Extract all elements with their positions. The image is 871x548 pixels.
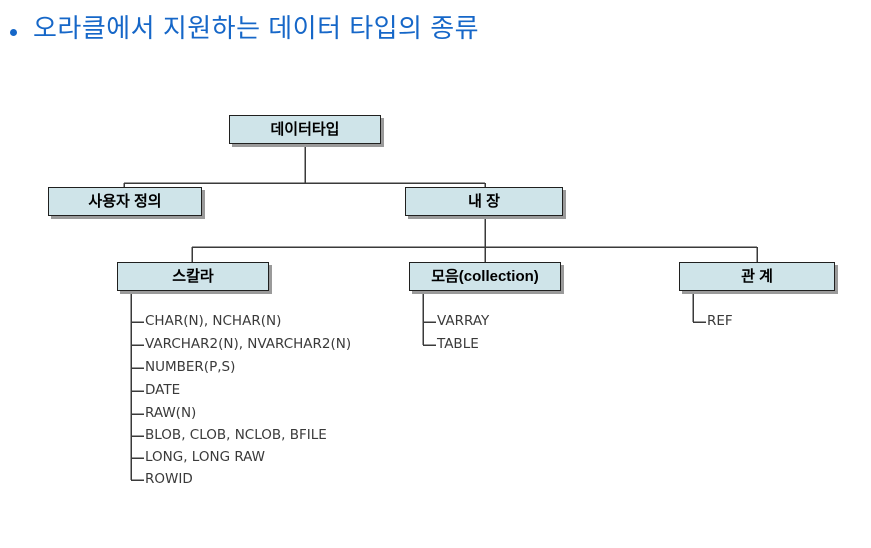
leaf-item: BLOB, CLOB, NCLOB, BFILE	[145, 427, 327, 443]
leaf-item: TABLE	[437, 336, 479, 352]
node-collection[interactable]: 모음(collection)	[409, 262, 561, 291]
leaf-item: NUMBER(P,S)	[145, 359, 236, 375]
leaf-item: ROWID	[145, 471, 193, 487]
page-title-text: 오라클에서 지원하는 데이터 타입의 종류	[33, 13, 480, 43]
node-label: 데이터타입	[270, 121, 340, 138]
node-label: 스칼라	[172, 268, 214, 285]
node-label: 사용자 정의	[88, 193, 162, 210]
bullet-dot-icon	[10, 28, 17, 36]
node-label: 모음(collection)	[431, 268, 539, 285]
node-label: 내 장	[468, 193, 500, 210]
leaf-item: DATE	[145, 382, 181, 398]
node-scalar[interactable]: 스칼라	[117, 262, 269, 291]
leaf-item: CHAR(N), NCHAR(N)	[145, 313, 282, 329]
leaf-item: REF	[707, 313, 733, 329]
node-user-defined[interactable]: 사용자 정의	[48, 187, 202, 216]
node-label: 관 계	[741, 268, 773, 285]
node-datatype-root[interactable]: 데이터타입	[229, 115, 381, 144]
node-builtin[interactable]: 내 장	[405, 187, 563, 216]
leaf-item: RAW(N)	[145, 405, 197, 421]
leaf-item: VARCHAR2(N), NVARCHAR2(N)	[145, 336, 352, 352]
page-title: 오라클에서 지원하는 데이터 타입의 종류	[10, 8, 850, 48]
leaf-item: VARRAY	[437, 313, 490, 329]
node-relational[interactable]: 관 계	[679, 262, 835, 291]
leaf-item: LONG, LONG RAW	[145, 449, 266, 465]
